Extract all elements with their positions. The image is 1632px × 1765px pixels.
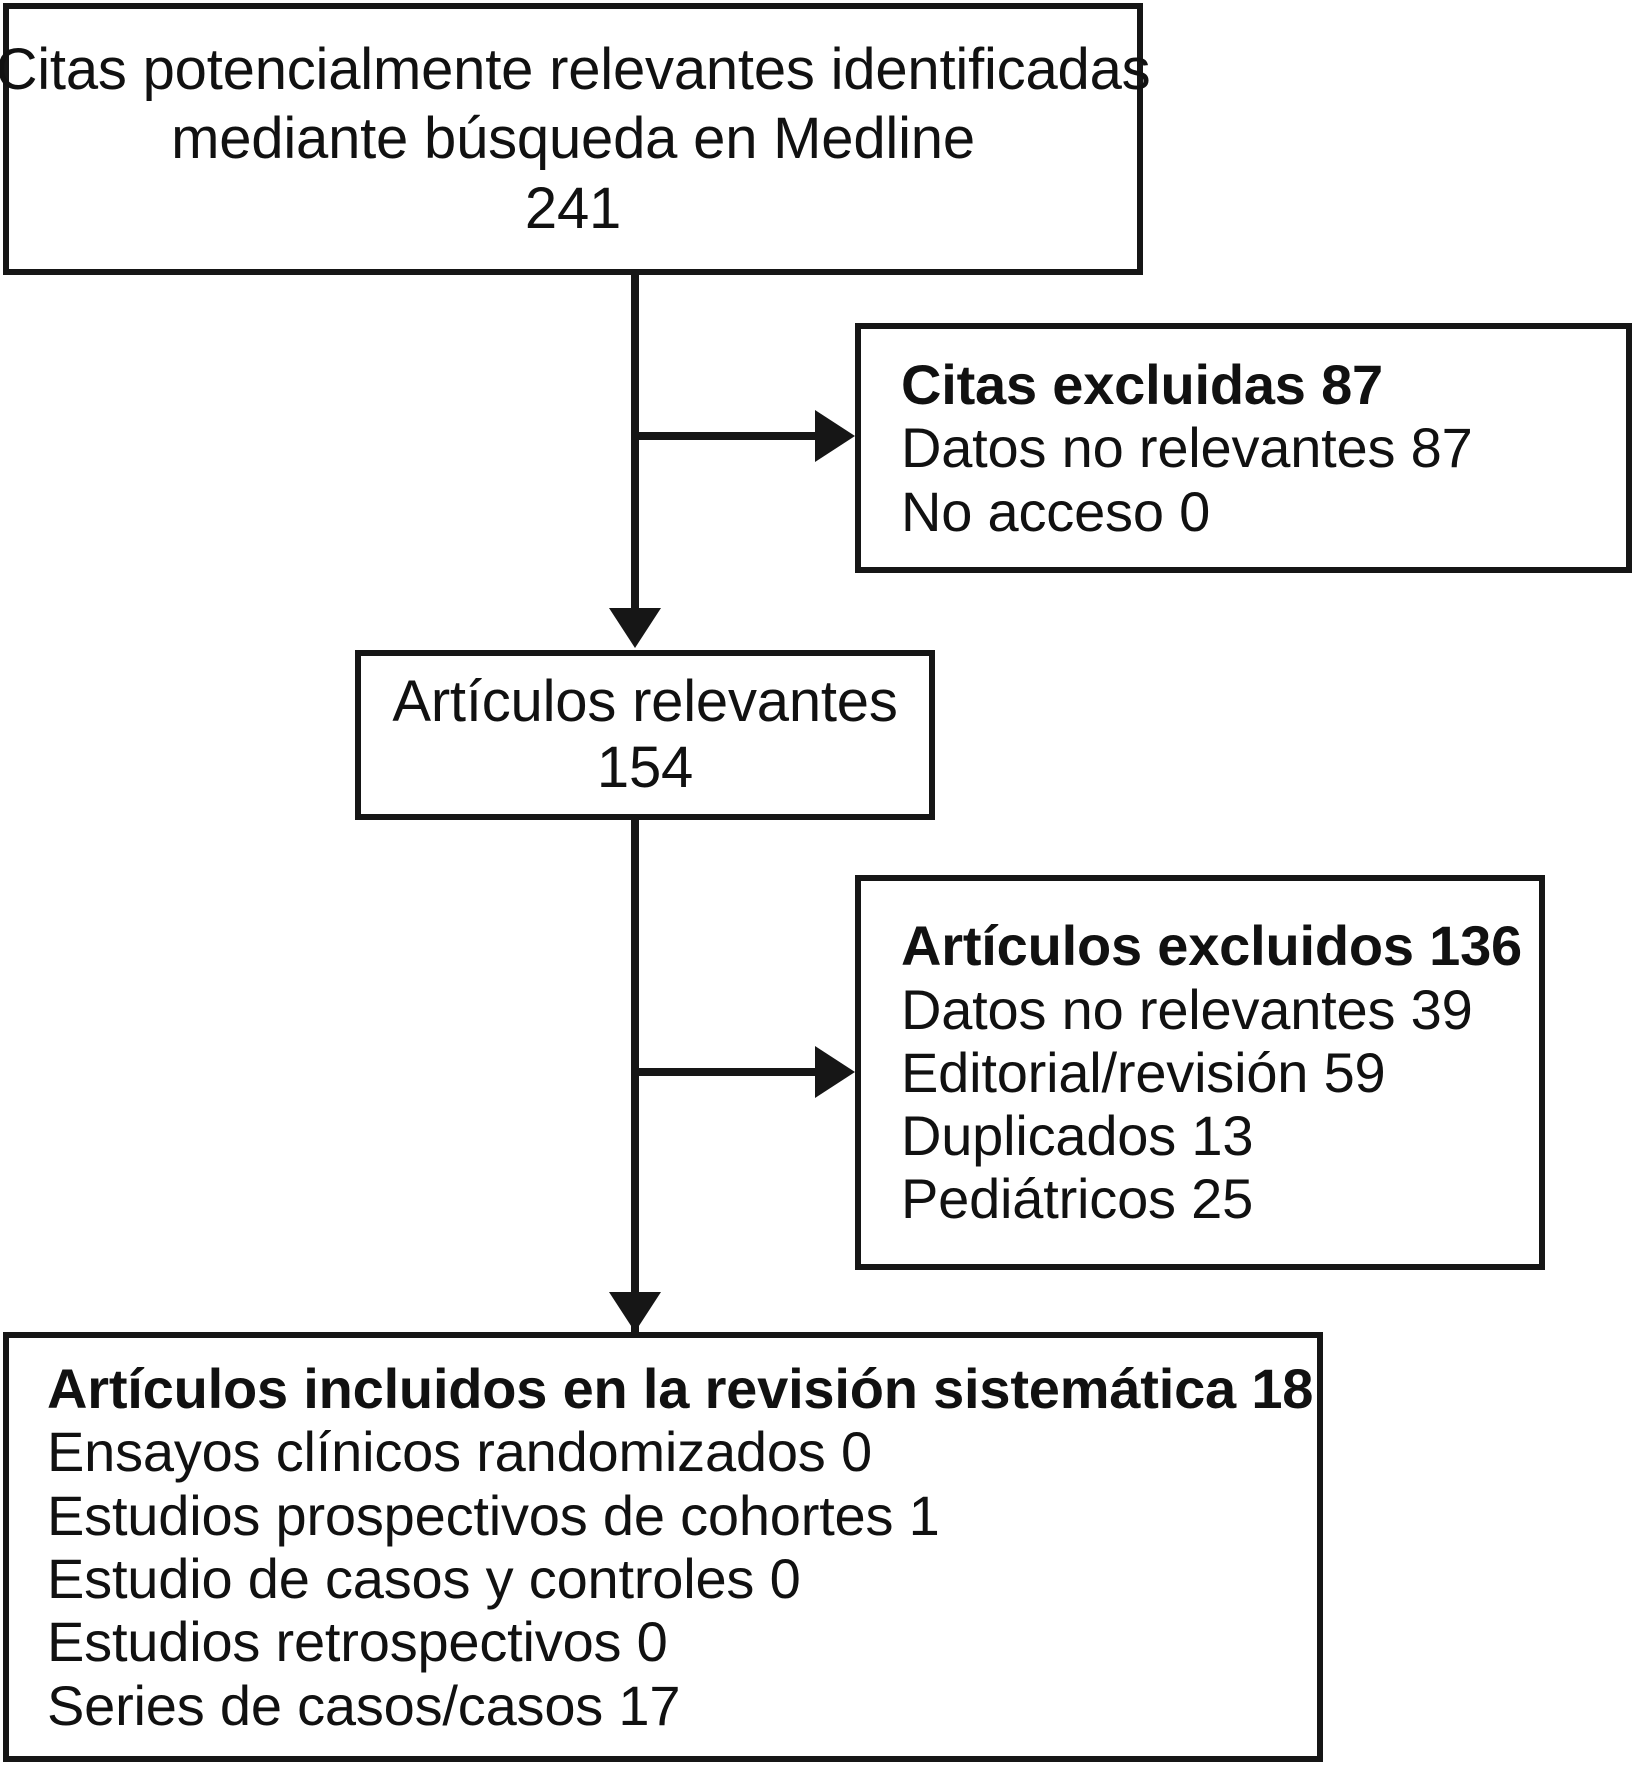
- included-articles-heading: Artículos incluidos en la revisión siste…: [47, 1357, 1314, 1421]
- relevant-articles-box: Artículos relevantes 154: [355, 650, 935, 820]
- relevant-articles-label: Artículos relevantes: [392, 669, 898, 735]
- included-articles-retrospective: Estudios retrospectivos 0: [47, 1610, 668, 1674]
- included-articles-case-control: Estudio de casos y controles 0: [47, 1547, 801, 1610]
- included-articles-case-series: Series de casos/casos 17: [47, 1673, 681, 1737]
- articles-excluded-reason-editorial: Editorial/revisión 59: [901, 1040, 1386, 1104]
- arrowhead-identified-to-citations-excluded: [815, 410, 855, 462]
- included-articles-prospective-cohort: Estudios prospectivos de cohortes 1: [47, 1483, 940, 1547]
- connector-identified-to-relevant: [631, 275, 639, 610]
- included-articles-box: Artículos incluidos en la revisión siste…: [3, 1332, 1323, 1762]
- articles-excluded-reason-irrelevant: Datos no relevantes 39: [901, 977, 1473, 1041]
- citations-excluded-heading: Citas excluidas 87: [901, 353, 1383, 417]
- connector-relevant-to-articles-excluded: [631, 1068, 819, 1076]
- identified-citations-box: Citas potencialmente relevantes identifi…: [0, 3, 1151, 275]
- arrowhead-relevant-to-included: [609, 1292, 661, 1332]
- articles-excluded-box: Artículos excluidos 136 Datos no relevan…: [855, 875, 1545, 1270]
- citations-excluded-box: Citas excluidas 87 Datos no relevantes 8…: [855, 323, 1632, 573]
- included-articles-rct: Ensayos clínicos randomizados 0: [47, 1420, 872, 1484]
- arrowhead-relevant-to-articles-excluded: [815, 1046, 855, 1098]
- identified-citations-count: 241: [524, 175, 622, 241]
- citations-excluded-reason-irrelevant: Datos no relevantes 87: [901, 416, 1473, 480]
- citations-excluded-reason-no-access: No acceso 0: [901, 479, 1211, 543]
- identified-citations-line-2: mediante búsqueda en Medline: [171, 106, 975, 172]
- connector-relevant-to-included: [631, 820, 639, 1332]
- articles-excluded-reason-pediatric: Pediátricos 25: [901, 1167, 1254, 1231]
- identified-citations-line-1: Citas potencialmente relevantes identifi…: [0, 36, 1151, 102]
- articles-excluded-reason-duplicates: Duplicados 13: [901, 1104, 1254, 1168]
- relevant-articles-count: 154: [596, 735, 694, 800]
- arrowhead-identified-to-relevant: [609, 608, 661, 648]
- connector-identified-to-citations-excluded: [631, 432, 819, 440]
- articles-excluded-heading: Artículos excluidos 136: [901, 914, 1522, 978]
